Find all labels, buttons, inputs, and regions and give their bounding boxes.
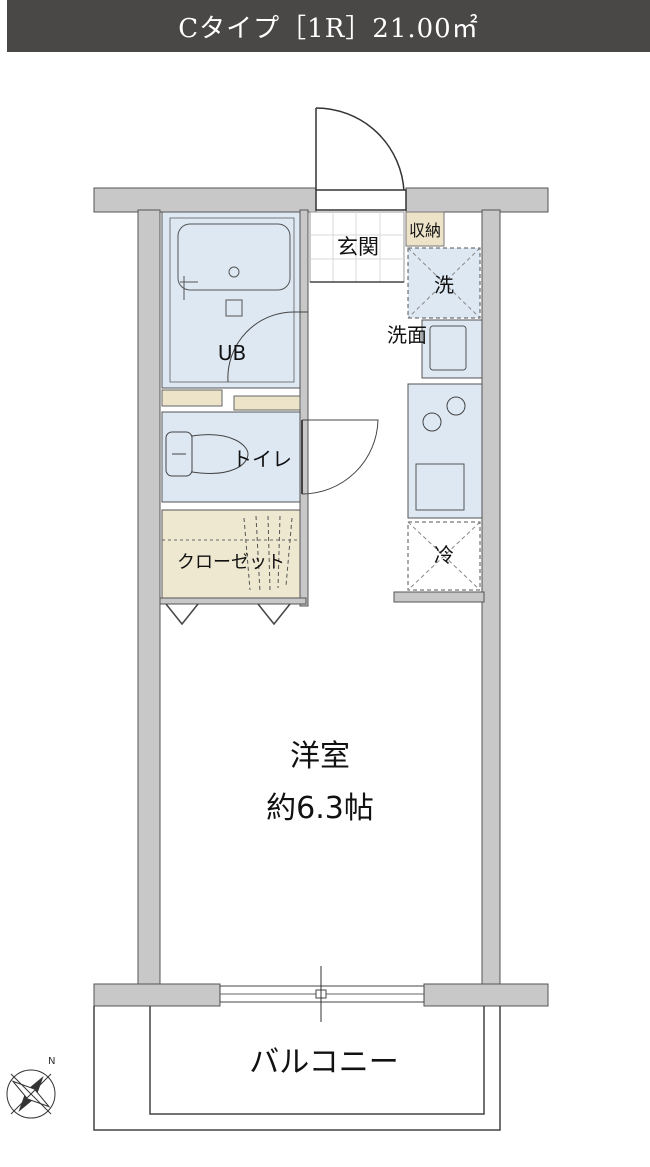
wall-right — [481, 209, 501, 987]
main-room-size: 約6.3帖 — [266, 791, 374, 826]
washer-space — [407, 247, 481, 319]
kitchen-counter — [407, 383, 483, 519]
entrance-door — [315, 107, 407, 211]
compass-icon — [6, 1069, 56, 1119]
wall-bottom-right — [423, 983, 549, 1007]
washbasin-label: 洗面 — [387, 323, 427, 347]
storage-label: 収納 — [409, 221, 441, 240]
fridge-space — [407, 521, 481, 591]
compass-north-label: N — [48, 1056, 55, 1067]
storage-area — [405, 211, 445, 247]
balcony-outline — [93, 1006, 501, 1131]
balcony-label: バルコニー — [249, 1045, 398, 1080]
balcony-window — [219, 966, 425, 1022]
plan-title: Cタイプ［1R］21.00㎡ — [7, 0, 650, 52]
shelf-left — [161, 389, 223, 407]
unit-bath — [161, 211, 308, 389]
entrance-floor — [309, 211, 405, 283]
toilet-label: トイレ — [232, 447, 292, 471]
wall-top-left — [93, 187, 317, 213]
unit-bath-label: UB — [218, 341, 246, 365]
wall-top-right — [405, 187, 549, 213]
washer-label: 洗 — [434, 273, 454, 297]
shelf-right — [233, 395, 301, 411]
wall-left — [137, 209, 161, 987]
closet-label: クローゼット — [177, 552, 285, 573]
fridge-label: 冷 — [434, 543, 454, 567]
wall-closet-base — [159, 597, 307, 605]
closet — [161, 509, 301, 626]
wall-partition — [299, 209, 309, 607]
toilet-room — [161, 411, 379, 503]
main-room-label: 洋室 — [290, 739, 350, 774]
washbasin — [421, 319, 483, 379]
wall-kitchen-end — [393, 591, 485, 603]
entrance-label: 玄関 — [337, 235, 379, 259]
wall-bottom-left — [93, 983, 221, 1007]
